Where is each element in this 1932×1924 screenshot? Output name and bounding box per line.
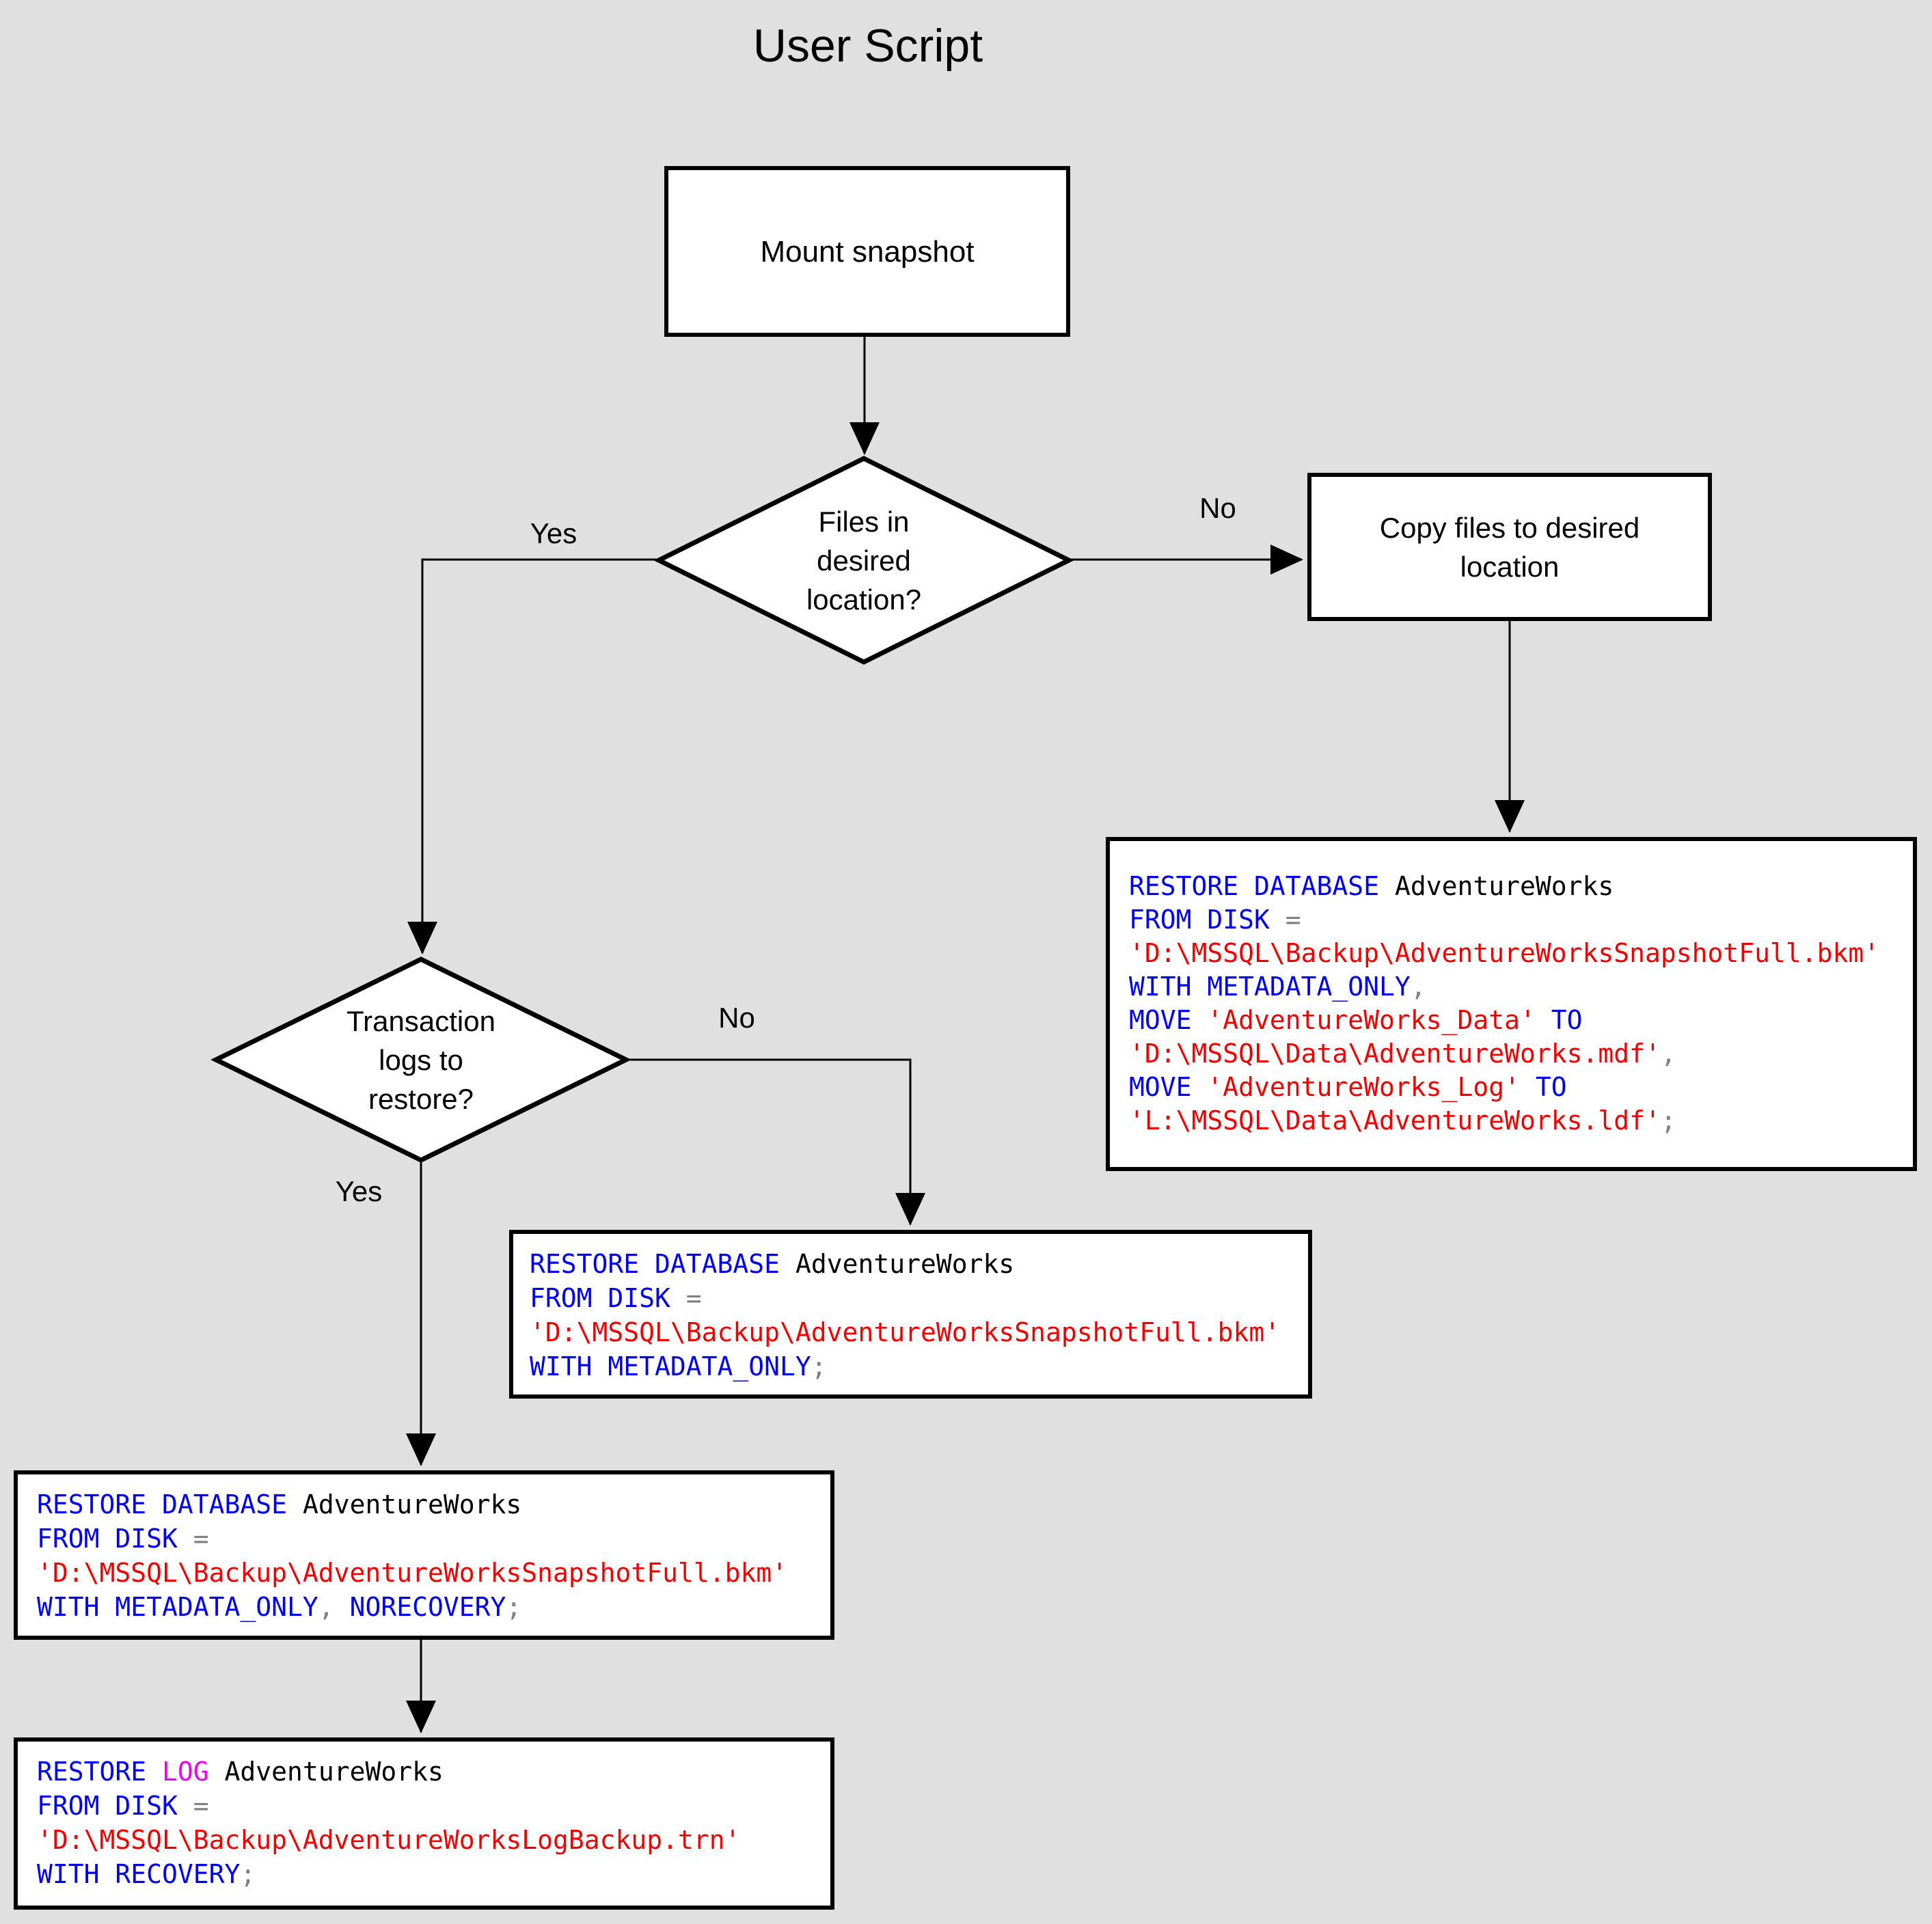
code-token-keyword: TO [1519, 1072, 1567, 1102]
code-line: RESTORE DATABASE AdventureWorks [530, 1247, 1308, 1281]
code-line: WITH RECOVERY; [37, 1857, 830, 1891]
logs-yes-label: Yes [335, 1175, 383, 1207]
code-token-keyword: FROM DISK [37, 1791, 193, 1821]
code-token-keyword: RESTORE DATABASE [530, 1249, 795, 1279]
code-line: FROM DISK = [530, 1281, 1308, 1315]
copy-files-label-line1: Copy files to desired [1379, 511, 1640, 544]
code-token-operator: = [685, 1283, 702, 1313]
logs-no-label: No [718, 1002, 755, 1034]
code-token-keyword: WITH METADATA_ONLY [37, 1592, 318, 1622]
code-token-operator: = [193, 1524, 209, 1554]
diagram-title: User Script [752, 20, 983, 72]
code-token-operator: ; [811, 1351, 827, 1382]
code-line: FROM DISK = [37, 1789, 830, 1823]
code-token-keyword: WITH METADATA_ONLY [1129, 972, 1411, 1002]
code-line: WITH METADATA_ONLY, [1129, 970, 1913, 1004]
files-no-label: No [1199, 492, 1236, 524]
code-line: WITH METADATA_ONLY; [530, 1349, 1308, 1384]
logs-decision-line1: Transaction [346, 1005, 495, 1037]
code-token-operator: ; [506, 1592, 522, 1622]
code-line: RESTORE DATABASE AdventureWorks [1129, 870, 1913, 903]
logs-decision-line2: logs to [379, 1044, 463, 1076]
code-token-string: 'D:\MSSQL\Data\AdventureWorks.mdf' [1129, 1039, 1661, 1069]
logs-decision-label: Transaction logs to restore? [250, 1002, 592, 1118]
copy-files-label-line2: location [1460, 550, 1560, 583]
code-token-operator: = [1285, 905, 1301, 935]
edge-logs-no-to-restore-metadata [626, 1058, 925, 1226]
code-token-keyword: MOVE [1129, 1072, 1208, 1102]
code-token-keyword: RESTORE DATABASE [1129, 871, 1395, 901]
code-token-string: 'AdventureWorks_Data' [1207, 1005, 1536, 1035]
code-token-operator: , [1410, 972, 1426, 1002]
code-token-operator: ; [240, 1859, 256, 1889]
files-decision-line3: location? [806, 583, 922, 616]
files-decision-line2: desired [817, 545, 911, 577]
code-token-keyword: NORECOVERY [349, 1592, 506, 1622]
edge-files-yes-to-logs-decision [407, 558, 659, 954]
code-token-identifier: AdventureWorks [208, 1757, 444, 1787]
code-token-keyword: WITH METADATA_ONLY [530, 1351, 811, 1382]
code-line: 'D:\MSSQL\Backup\AdventureWorksSnapshotF… [37, 1556, 830, 1590]
code-token-operator: = [193, 1791, 209, 1821]
code-token-keyword: RESTORE [37, 1757, 163, 1787]
code-token-log_keyword: LOG [162, 1757, 209, 1787]
code-line: RESTORE LOG AdventureWorks [37, 1755, 830, 1789]
code-line: RESTORE DATABASE AdventureWorks [37, 1487, 830, 1522]
code-token-operator: ; [1660, 1105, 1676, 1136]
logs-decision-diamond [210, 957, 631, 1163]
code-token-keyword: FROM DISK [37, 1524, 193, 1554]
code-line: 'D:\MSSQL\Backup\AdventureWorksSnapshotF… [530, 1315, 1308, 1349]
files-decision-diamond [653, 456, 1074, 665]
code-token-keyword: RESTORE DATABASE [37, 1489, 303, 1520]
code-token-identifier: AdventureWorks [302, 1489, 522, 1520]
code-line: 'D:\MSSQL\Backup\AdventureWorksSnapshotF… [1129, 937, 1913, 970]
code-token-string: 'D:\MSSQL\Backup\AdventureWorksSnapshotF… [1129, 938, 1880, 968]
code-token-keyword: WITH RECOVERY [37, 1859, 241, 1889]
code-token-keyword: FROM DISK [1129, 905, 1285, 935]
code-token-keyword: MOVE [1129, 1005, 1208, 1035]
code-line: 'D:\MSSQL\Backup\AdventureWorksLogBackup… [37, 1823, 830, 1857]
files-decision-label: Files in desired location? [693, 502, 1035, 619]
code-token-string: 'D:\MSSQL\Backup\AdventureWorksSnapshotF… [530, 1317, 1281, 1347]
code-token-operator: , [1660, 1039, 1676, 1069]
code-token-string: 'D:\MSSQL\Backup\AdventureWorksSnapshotF… [37, 1558, 788, 1588]
code-token-string: 'D:\MSSQL\Backup\AdventureWorksLogBackup… [37, 1825, 741, 1855]
files-yes-label: Yes [530, 517, 577, 549]
code-token-identifier: AdventureWorks [1394, 871, 1614, 901]
code-token-identifier: AdventureWorks [795, 1249, 1015, 1279]
code-line: 'D:\MSSQL\Data\AdventureWorks.mdf', [1129, 1037, 1913, 1071]
files-decision-line1: Files in [818, 506, 910, 538]
copy-files-node: Copy files to desired location [1307, 473, 1712, 621]
code-token-keyword: TO [1535, 1005, 1583, 1035]
code-line: FROM DISK = [1129, 903, 1913, 937]
logs-decision-line3: restore? [368, 1083, 474, 1115]
code-line: MOVE 'AdventureWorks_Data' TO [1129, 1004, 1913, 1037]
code-token-string: 'AdventureWorks_Log' [1207, 1072, 1520, 1102]
mount-snapshot-node: Mount snapshot [664, 166, 1070, 337]
code-line: 'L:\MSSQL\Data\AdventureWorks.ldf'; [1129, 1104, 1913, 1138]
mount-snapshot-label: Mount snapshot [760, 234, 975, 269]
code-token-string: 'L:\MSSQL\Data\AdventureWorks.ldf' [1129, 1105, 1661, 1136]
code-line: WITH METADATA_ONLY, NORECOVERY; [37, 1590, 830, 1624]
code-line: MOVE 'AdventureWorks_Log' TO [1129, 1071, 1913, 1104]
code-token-keyword: FROM DISK [530, 1283, 686, 1313]
code-token-operator: , [318, 1592, 350, 1622]
code-line: FROM DISK = [37, 1522, 830, 1556]
